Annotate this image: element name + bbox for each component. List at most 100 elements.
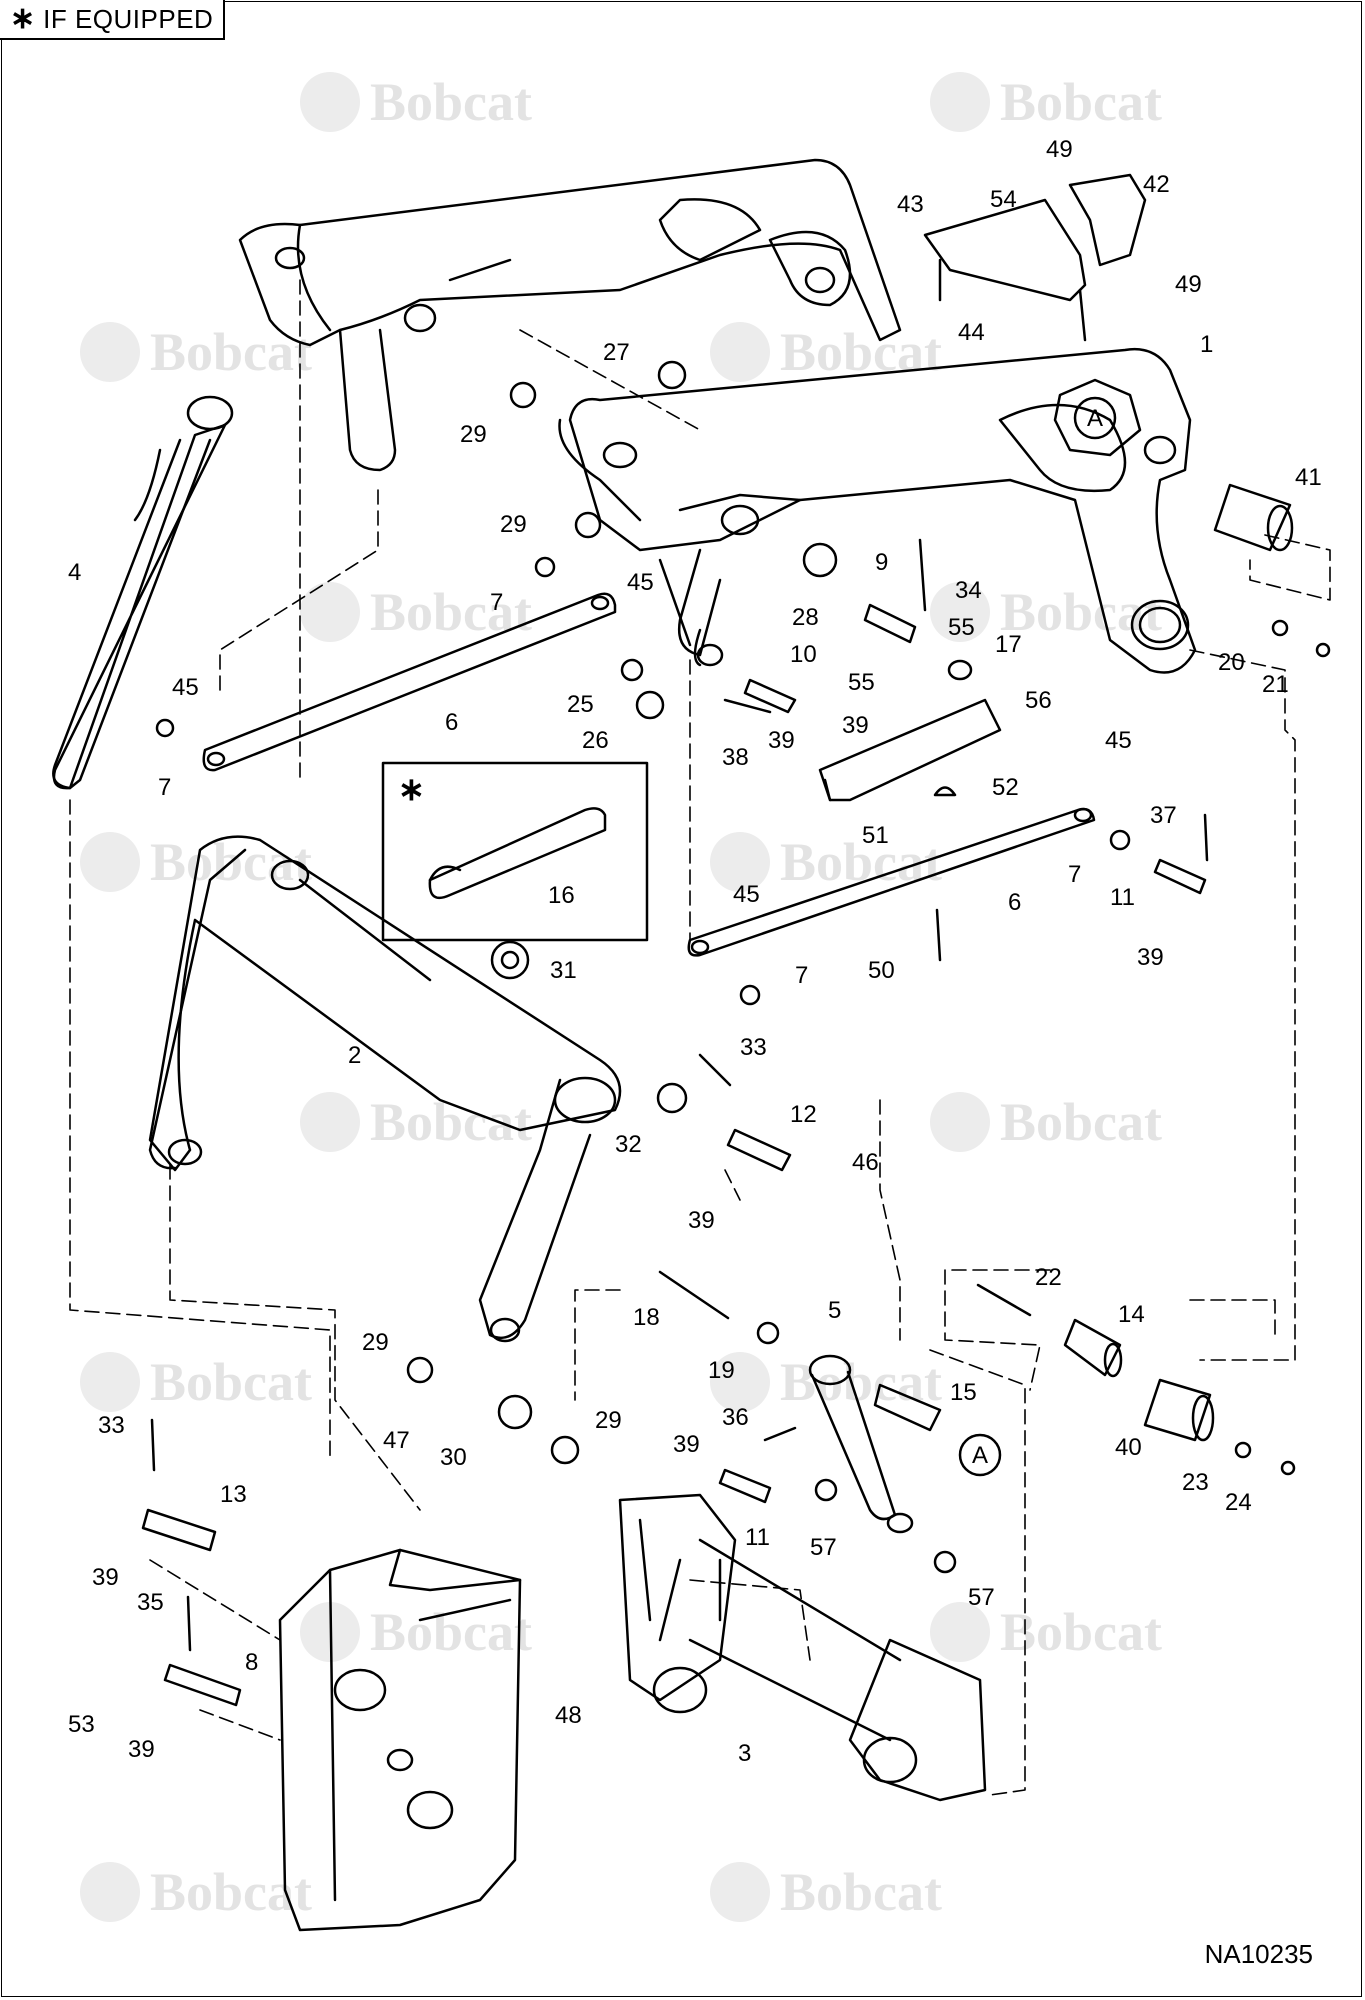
callout-49: 49 [1175, 271, 1202, 298]
cap-52 [933, 786, 957, 797]
washer-27 [657, 360, 687, 390]
callout-7: 7 [158, 774, 171, 801]
svg-text:Bobcat: Bobcat [780, 1862, 942, 1922]
callout-3: 3 [738, 1740, 751, 1767]
callout-7: 7 [795, 962, 808, 989]
arm-mount-hex [1053, 378, 1177, 465]
callout-41: 41 [1295, 464, 1322, 491]
spacer-7a [534, 556, 556, 578]
callout-11: 11 [1110, 884, 1135, 911]
callout-29: 29 [362, 1329, 389, 1356]
callout-37: 37 [1150, 802, 1177, 829]
callout-36: 36 [722, 1404, 749, 1431]
bushing-41 [1213, 483, 1294, 552]
lower-lift-arm [148, 835, 622, 1343]
callout-56: 56 [1025, 687, 1052, 714]
callout-12: 12 [790, 1101, 817, 1128]
callout-5: 5 [828, 1297, 841, 1324]
reference-circle-a [958, 1433, 1002, 1477]
watermark-bobcat: Bobcat [930, 72, 1162, 132]
cone-15 [873, 1383, 942, 1432]
pin-12 [726, 1128, 792, 1172]
pin-9 [863, 603, 917, 644]
watermark-bobcat: Bobcat [80, 322, 312, 382]
pin-13 [141, 1508, 217, 1552]
callout-8: 8 [245, 1649, 258, 1676]
reference-circle-a [1073, 396, 1117, 440]
watermark-bobcat: Bobcat [930, 1092, 1162, 1152]
callout-28: 28 [792, 604, 819, 631]
cone-14 [1063, 1318, 1123, 1378]
callout-star: ∗ [398, 771, 425, 807]
callout-4: 4 [68, 559, 81, 586]
washer-57a [814, 1478, 838, 1502]
bolt-22 [976, 1283, 1032, 1317]
watermark-bobcat: Bobcat [80, 1862, 312, 1922]
spacer-29c [406, 1356, 434, 1384]
svg-text:Bobcat: Bobcat [780, 1352, 942, 1412]
callout-1: 1 [1200, 331, 1213, 358]
mainframe-tower [278, 1548, 522, 1932]
callout-24: 24 [1225, 1489, 1252, 1516]
watermark-bobcat: Bobcat [80, 1352, 312, 1412]
link-bar-upper [202, 592, 617, 772]
callout-10: 10 [790, 641, 817, 668]
callout-13: 13 [220, 1481, 247, 1508]
svg-text:Bobcat: Bobcat [370, 582, 532, 642]
svg-text:Bobcat: Bobcat [1000, 1092, 1162, 1152]
document-number: NA10235 [1204, 1939, 1313, 1969]
callout-27: 27 [603, 339, 630, 366]
dashed-guides [69, 279, 1331, 1796]
spacer-7b [155, 718, 175, 738]
callout-45: 45 [1105, 727, 1132, 754]
bolt-18 [658, 1270, 730, 1320]
callout-2: 2 [348, 1042, 361, 1069]
callout-31: 31 [550, 957, 577, 984]
callout-54: 54 [990, 186, 1017, 213]
spacer-29a [509, 381, 537, 409]
callout-33: 33 [740, 1034, 767, 1061]
callout-16: 16 [548, 882, 575, 909]
spacer-7d [739, 984, 761, 1006]
callout-7: 7 [1068, 861, 1081, 888]
callout-42: 42 [1143, 171, 1170, 198]
callout-29: 29 [460, 421, 487, 448]
callout-6: 6 [445, 709, 458, 736]
inset-if-equipped [381, 761, 649, 942]
rod-37 [1203, 813, 1209, 862]
svg-text:Bobcat: Bobcat [150, 1352, 312, 1412]
watermark-bobcat: Bobcat [930, 1602, 1162, 1662]
svg-text:Bobcat: Bobcat [370, 72, 532, 132]
callout-45: 45 [172, 674, 199, 701]
callout-a: A [972, 1442, 988, 1469]
bracket-42 [1068, 173, 1147, 267]
callout-38: 38 [722, 744, 749, 771]
bushing-26 [635, 690, 665, 720]
washer-57b [933, 1550, 957, 1574]
watermark-bobcat: Bobcat [710, 322, 942, 382]
quick-attach [618, 1493, 987, 1802]
washer-23 [1234, 1441, 1252, 1459]
callout-29: 29 [595, 1407, 622, 1434]
callout-20: 20 [1218, 649, 1245, 676]
lift-arm-front [558, 347, 1197, 674]
callout-11: 11 [745, 1524, 770, 1551]
bolt-38 [723, 698, 772, 714]
callout-34: 34 [955, 577, 982, 604]
watermark-bobcat: Bobcat [300, 1602, 532, 1662]
lift-arm-rear [238, 158, 902, 472]
callout-48: 48 [555, 1702, 582, 1729]
watermark-bobcat: Bobcat [300, 1092, 532, 1152]
callout-47: 47 [383, 1427, 410, 1454]
callout-6: 6 [1008, 889, 1021, 916]
bushing-30 [497, 1394, 533, 1430]
pin-10 [743, 678, 797, 714]
legend-if-equipped: ∗ IF EQUIPPED [0, 0, 226, 40]
callout-a: A [1087, 405, 1103, 432]
nut-24 [1280, 1460, 1296, 1476]
lift-cylinder [52, 395, 234, 790]
svg-text:Bobcat: Bobcat [1000, 1602, 1162, 1662]
rod-50 [935, 908, 942, 962]
pin-8 [163, 1663, 242, 1707]
